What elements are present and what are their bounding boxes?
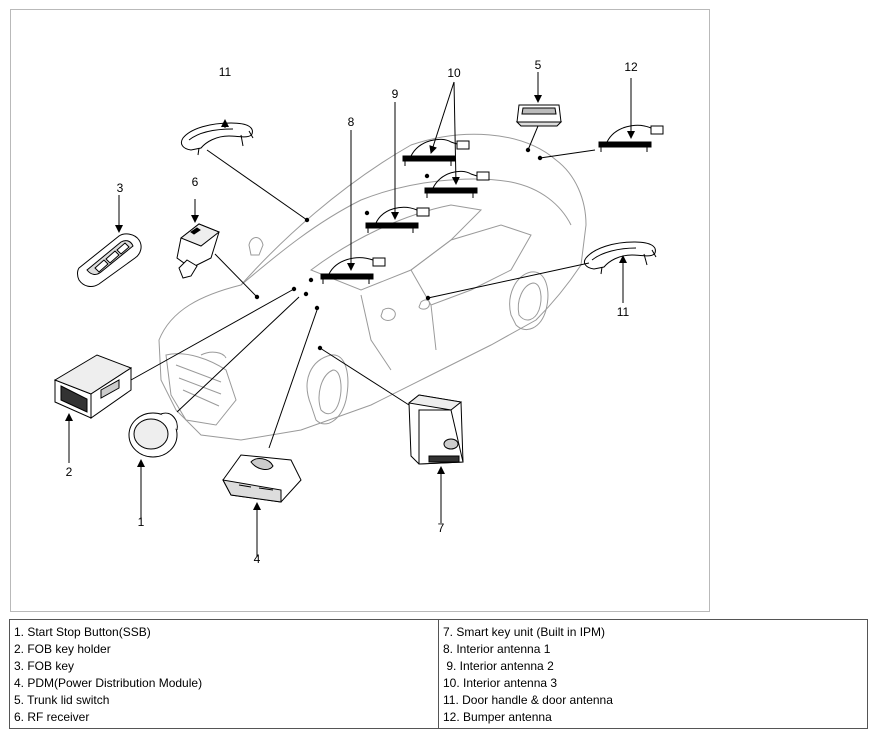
legend-item-10: 10. Interior antenna 3 <box>443 676 558 690</box>
component-location-diagram: 11 3 6 8 9 10 5 12 11 2 1 4 7 <box>53 58 664 566</box>
antenna-12-icon <box>598 124 664 152</box>
diagram-frame: 11 3 6 8 9 10 5 12 11 2 1 4 7 <box>10 9 710 612</box>
legend-item-5: 5. Trunk lid switch <box>14 693 110 707</box>
callout-8: 8 <box>348 115 355 129</box>
legend-item-7: 7. Smart key unit (Built in IPM) <box>443 625 606 639</box>
legend-item-4: 4. PDM(Power Distribution Module) <box>14 676 203 690</box>
legend-item-1: 1. Start Stop Button(SSB) <box>14 625 151 639</box>
location-dots <box>254 147 543 351</box>
callout-11-top: 11 <box>219 65 232 79</box>
callout-12: 12 <box>624 60 638 74</box>
callout-7: 7 <box>438 521 445 535</box>
legend-item-8: 8. Interior antenna 1 <box>443 642 551 656</box>
legend-table: 1. Start Stop Button(SSB) 2. FOB key hol… <box>9 619 868 729</box>
legend-item-12: 12. Bumper antenna <box>443 710 552 724</box>
callout-1: 1 <box>138 515 145 529</box>
smart-key-unit-icon <box>407 394 464 465</box>
start-stop-button-icon <box>128 412 178 458</box>
legend-column-left: 1. Start Stop Button(SSB) 2. FOB key hol… <box>10 620 439 728</box>
legend-item-11: 11. Door handle & door antenna <box>443 693 613 707</box>
callout-3: 3 <box>117 181 124 195</box>
fob-key-icon <box>77 233 142 288</box>
legend-column-right: 7. Smart key unit (Built in IPM) 8. Inte… <box>439 620 867 728</box>
door-handle-top-icon <box>180 122 254 156</box>
pdm-module-icon <box>222 454 302 503</box>
callout-10: 10 <box>447 66 461 80</box>
antenna-10a-icon <box>402 138 470 166</box>
legend-item-3: 3. FOB key <box>14 659 75 673</box>
leader-lines <box>65 72 635 557</box>
callout-5: 5 <box>535 58 542 72</box>
legend-item-9: 9. Interior antenna 2 <box>443 659 554 673</box>
rf-receiver-icon <box>176 223 220 279</box>
door-handle-right-icon <box>583 241 657 275</box>
callout-4: 4 <box>254 552 261 566</box>
antenna-8-icon <box>320 257 386 284</box>
fob-key-holder-icon <box>53 354 133 419</box>
callout-11-right: 11 <box>617 305 630 319</box>
vehicle-outline <box>158 133 587 441</box>
trunk-lid-switch-icon <box>515 104 563 127</box>
antenna-10b-icon <box>424 170 490 198</box>
callout-9: 9 <box>392 87 399 101</box>
antenna-9-icon <box>365 206 430 233</box>
legend-item-6: 6. RF receiver <box>14 710 90 724</box>
legend-item-2: 2. FOB key holder <box>14 642 111 656</box>
callout-6: 6 <box>192 175 199 189</box>
callout-2: 2 <box>66 465 73 479</box>
